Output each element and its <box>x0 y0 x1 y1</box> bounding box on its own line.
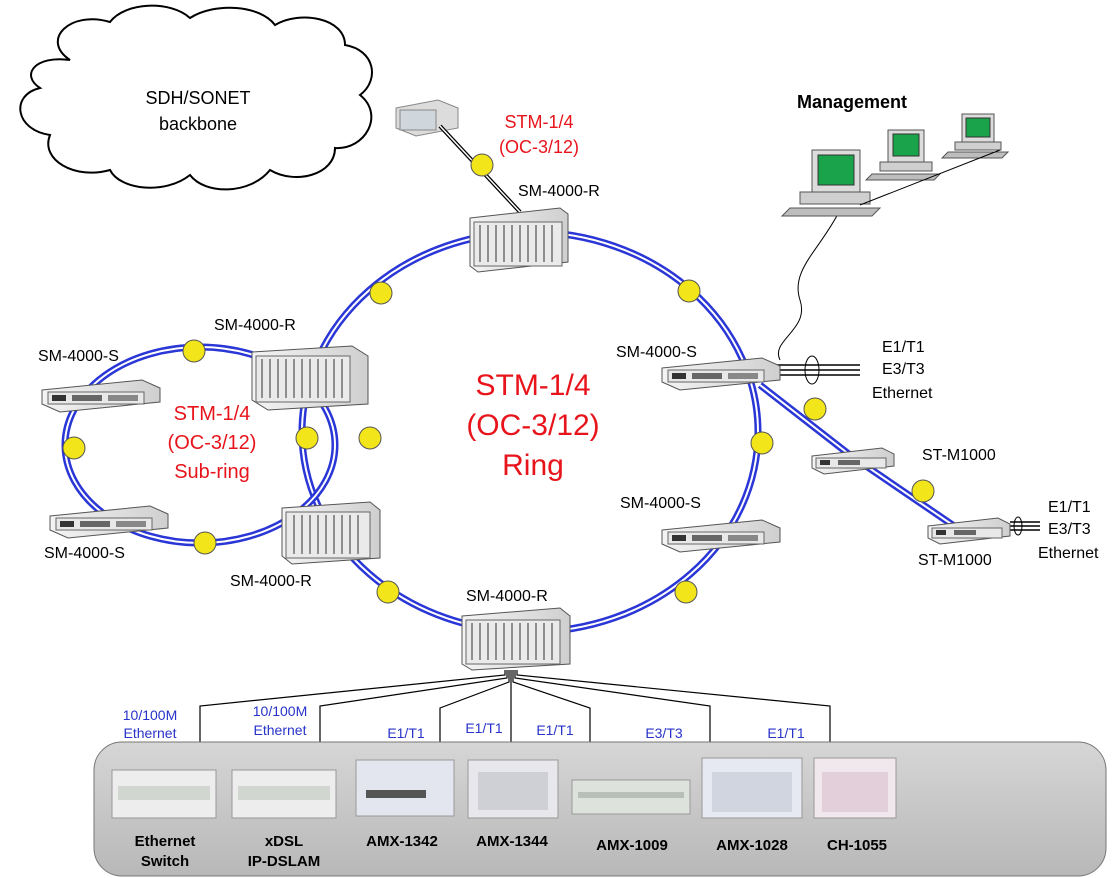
rack-bottom-r <box>461 607 571 671</box>
top-link-label-line2: (OC-3/12) <box>499 137 579 157</box>
sub-ring-label-line2: (OC-3/12) <box>168 432 257 454</box>
device-label-6: CH-1055 <box>827 837 887 854</box>
node-label-st-m1000-a: ST-M1000 <box>922 447 996 464</box>
tributary-far-line1: E1/T1 <box>1048 499 1091 516</box>
shelf-st-m1000-b <box>927 517 1011 545</box>
branch-lines <box>199 670 831 742</box>
ring-connectors <box>62 153 935 604</box>
main-ring-label-line1: STM-1/4 <box>475 369 590 402</box>
tributary-right-line1: E1/T1 <box>882 339 925 356</box>
management-computers <box>780 113 1010 217</box>
device-label-4: AMX-1009 <box>596 837 668 854</box>
branch-label-3: E1/T1 <box>465 720 503 736</box>
cloud-label-line2: backbone <box>159 114 237 134</box>
sdh-sonet-cloud: SDH/SONET backbone <box>19 4 373 191</box>
node-label-st-m1000-b: ST-M1000 <box>918 552 992 569</box>
node-label-left-r: SM-4000-R <box>214 317 296 334</box>
node-label-lower-left-r: SM-4000-R <box>230 573 312 590</box>
branch-label-1-line2: Ethernet <box>254 722 307 738</box>
cloud-label-line1: SDH/SONET <box>145 88 250 108</box>
backbone-device <box>395 99 459 137</box>
node-label-right-s-lower: SM-4000-S <box>620 495 701 512</box>
branch-label-0-line1: 10/100M <box>123 707 177 723</box>
node-label-top-r: SM-4000-R <box>518 183 600 200</box>
branch-label-5: E3/T3 <box>645 725 683 741</box>
branch-label-6: E1/T1 <box>767 725 805 741</box>
device-label-1-line1: xDSL <box>265 833 303 850</box>
management-label: Management <box>797 92 907 112</box>
node-label-left-s-bottom: SM-4000-S <box>44 545 125 562</box>
device-label-3: AMX-1344 <box>476 833 548 850</box>
device-label-1-line2: IP-DSLAM <box>248 853 321 870</box>
branch-label-2: E1/T1 <box>387 725 425 741</box>
branch-label-4: E1/T1 <box>536 722 574 738</box>
shelf-right-s-lower <box>661 519 781 553</box>
tributary-far-line3: Ethernet <box>1038 545 1099 562</box>
main-ring-label-line3: Ring <box>502 449 564 482</box>
rack-top-r <box>469 207 569 273</box>
top-link-label-line1: STM-1/4 <box>504 112 573 132</box>
device-label-0-line1: Ethernet <box>135 833 196 850</box>
sub-ring-label-line1: STM-1/4 <box>174 403 251 425</box>
node-label-bottom-r: SM-4000-R <box>466 588 548 605</box>
shelf-left-s-top <box>41 379 161 413</box>
tributary-right-line3: Ethernet <box>872 385 933 402</box>
main-ring-label-line2: (OC-3/12) <box>466 409 599 442</box>
branch-label-0-line2: Ethernet <box>124 725 177 741</box>
shelf-st-m1000-a <box>811 447 895 475</box>
branch-label-1-line1: 10/100M <box>253 703 307 719</box>
device-label-0-line2: Switch <box>141 853 189 870</box>
rack-lower-left-r <box>281 501 381 565</box>
management-cable <box>777 209 841 361</box>
device-label-5: AMX-1028 <box>716 837 788 854</box>
device-images <box>111 757 897 819</box>
tributary-far-line2: E3/T3 <box>1048 521 1091 538</box>
tributary-lines-right <box>772 355 1040 536</box>
device-label-2: AMX-1342 <box>366 833 438 850</box>
shelf-right-s <box>661 357 781 391</box>
shelf-left-s-bottom <box>49 505 169 539</box>
rack-left-r <box>251 345 369 411</box>
tributary-right-line2: E3/T3 <box>882 361 925 378</box>
sub-ring-label-line3: Sub-ring <box>174 461 250 483</box>
node-label-left-s-top: SM-4000-S <box>38 348 119 365</box>
node-label-right-s: SM-4000-S <box>616 344 697 361</box>
